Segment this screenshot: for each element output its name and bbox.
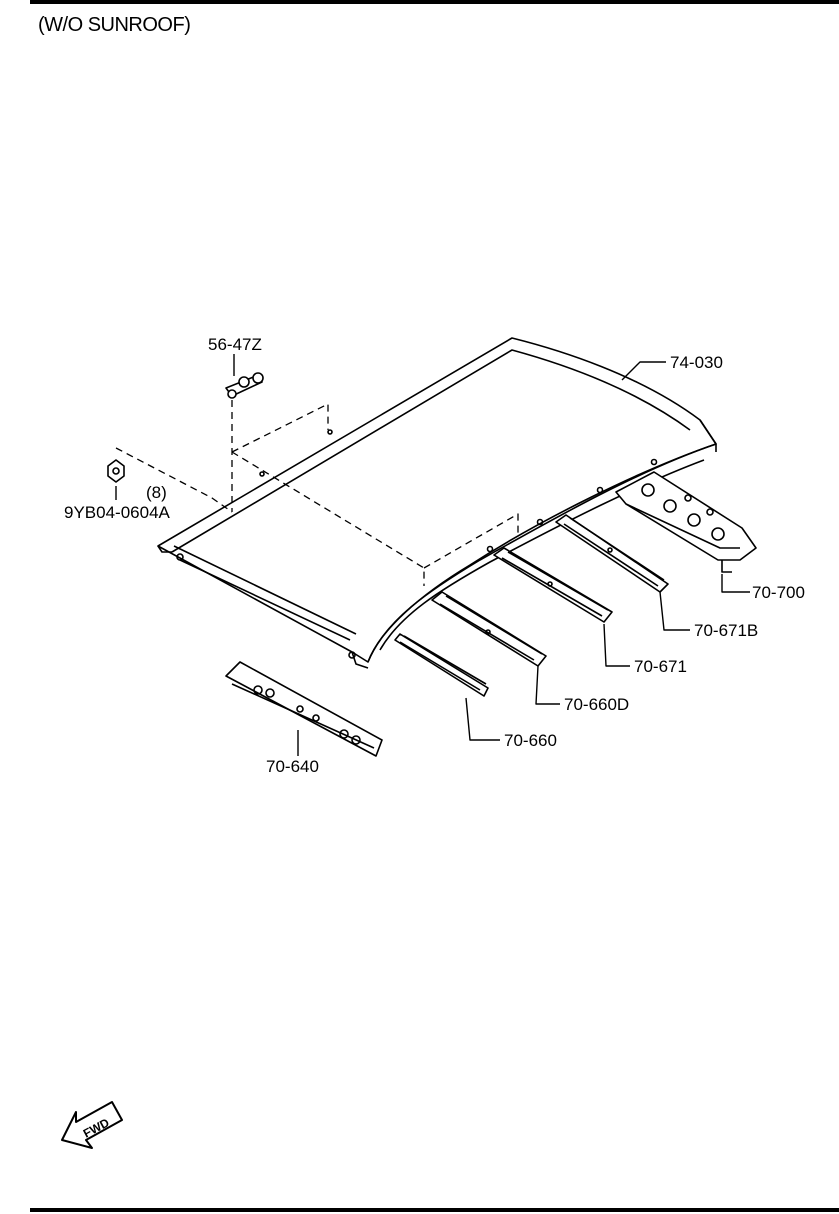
label-74-030: 74-030: [670, 353, 723, 372]
label-70-700: 70-700: [752, 583, 805, 602]
label-9yb04-0604a: 9YB04-0604A: [64, 503, 171, 522]
roof-panel[interactable]: [157, 337, 717, 669]
top-border: [30, 0, 839, 4]
front-header-70-640[interactable]: [225, 661, 383, 757]
roof-bow-70-671[interactable]: [493, 547, 613, 623]
roof-bow-70-660[interactable]: [394, 633, 489, 697]
rear-header-70-700[interactable]: [615, 471, 757, 573]
label-70-671: 70-671: [634, 657, 687, 676]
leader-lines: [115, 354, 750, 756]
nut-9yb04-0604a[interactable]: [107, 459, 125, 483]
clip-56-47z[interactable]: [225, 372, 264, 399]
label-70-660d: 70-660D: [564, 695, 629, 714]
roof-bow-70-671b[interactable]: [555, 514, 669, 593]
label-56-47z: 56-47Z: [208, 335, 262, 354]
label-nut-qty: (8): [146, 483, 167, 502]
diagram-title: (W/O SUNROOF): [38, 14, 191, 36]
label-70-660: 70-660: [504, 731, 557, 750]
label-70-640: 70-640: [266, 757, 319, 776]
label-70-671b: 70-671B: [694, 621, 758, 640]
installation-phantom-lines: [115, 400, 519, 586]
bottom-border: [30, 1208, 839, 1212]
roof-bow-70-660d[interactable]: [431, 591, 547, 667]
fwd-arrow-icon: FWD: [61, 1101, 123, 1149]
